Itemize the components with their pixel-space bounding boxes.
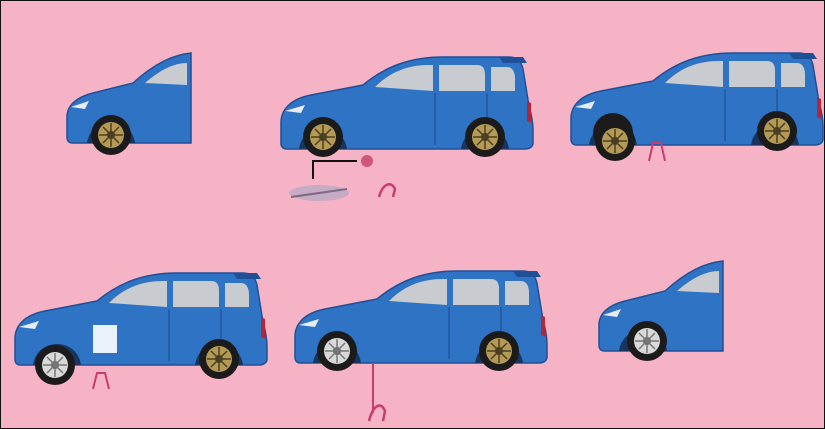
step-6-car	[599, 261, 723, 361]
step-5-car	[295, 271, 547, 371]
lug-wrench-icon	[289, 185, 349, 201]
step-5-jack-icon	[369, 363, 385, 421]
step-4-jack-icon	[93, 373, 109, 389]
step-1-car	[67, 53, 191, 155]
step-2-car	[281, 57, 533, 157]
step-4-car	[15, 273, 267, 385]
